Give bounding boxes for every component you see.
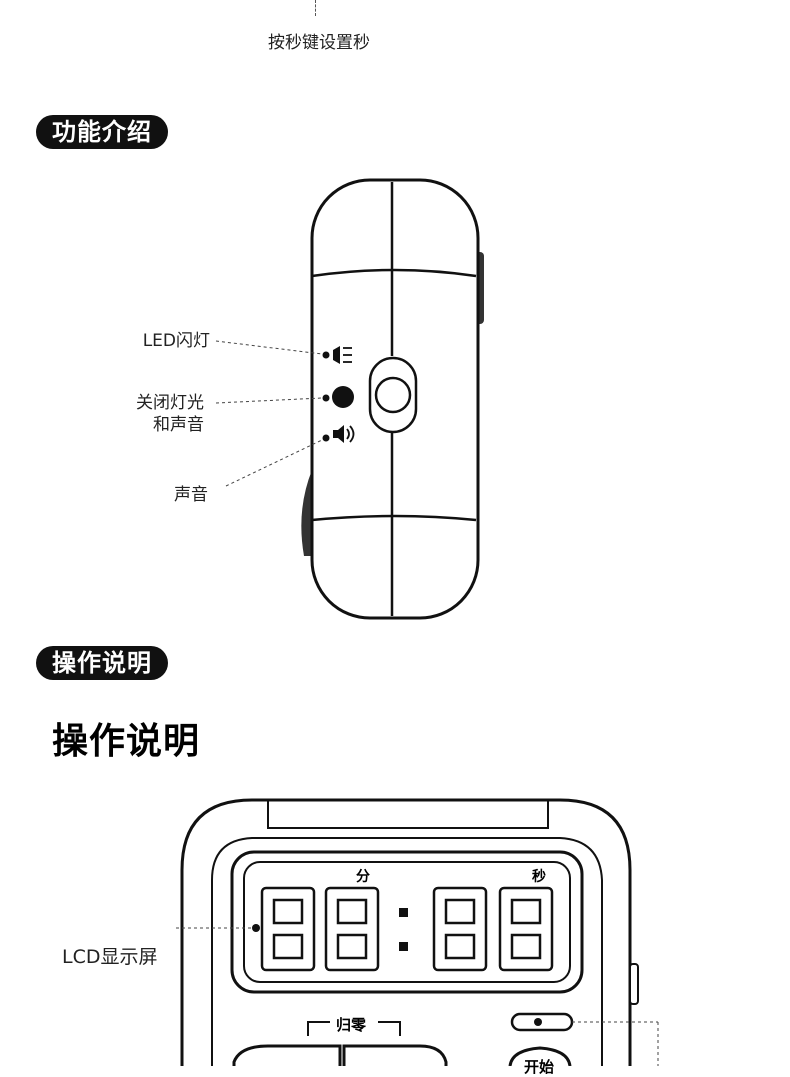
lcd-digit-hole bbox=[444, 933, 476, 960]
button-left bbox=[232, 1044, 342, 1066]
off-dot-icon bbox=[332, 386, 354, 408]
callout-label-off-line1: 关闭灯光 bbox=[136, 393, 204, 413]
callout-label-led: LED闪灯 bbox=[142, 331, 210, 351]
speaker-icon bbox=[333, 425, 344, 443]
lcd-digit-hole bbox=[444, 898, 476, 925]
lcd-digit-hole bbox=[336, 933, 368, 960]
section-title-function: 功能介绍 bbox=[36, 115, 168, 149]
band-bottom bbox=[311, 514, 477, 522]
slider-knob bbox=[374, 376, 412, 414]
callout-label-off-line2: 和声音 bbox=[153, 415, 204, 435]
button-right bbox=[508, 1046, 572, 1066]
device-side-view bbox=[215, 178, 484, 620]
lcd-callout-label: LCD显示屏 bbox=[62, 946, 158, 968]
led-icon bbox=[333, 346, 340, 364]
button-middle bbox=[342, 1044, 448, 1066]
section-title-operation: 操作说明 bbox=[36, 646, 168, 680]
start-button-label: 开始 bbox=[524, 1058, 555, 1076]
seconds-label: 秒 bbox=[532, 869, 546, 885]
top-dashed-line bbox=[315, 0, 316, 16]
lcd-digit-hole bbox=[336, 898, 368, 925]
lcd-digit-hole bbox=[272, 898, 304, 925]
minutes-label: 分 bbox=[356, 869, 370, 885]
reset-label: 归零 bbox=[336, 1016, 367, 1034]
colon-bottom bbox=[399, 942, 408, 951]
lcd-digit-hole bbox=[510, 898, 542, 925]
lcd-digits bbox=[260, 886, 554, 972]
operation-heading: 操作说明 bbox=[52, 721, 201, 762]
lcd-digit-hole bbox=[272, 933, 304, 960]
lcd-digit-hole bbox=[510, 933, 542, 960]
colon-top bbox=[399, 908, 408, 917]
band-top bbox=[311, 268, 477, 278]
top-caption: 按秒键设置秒 bbox=[268, 33, 370, 53]
callout-label-sound: 声音 bbox=[174, 485, 208, 505]
